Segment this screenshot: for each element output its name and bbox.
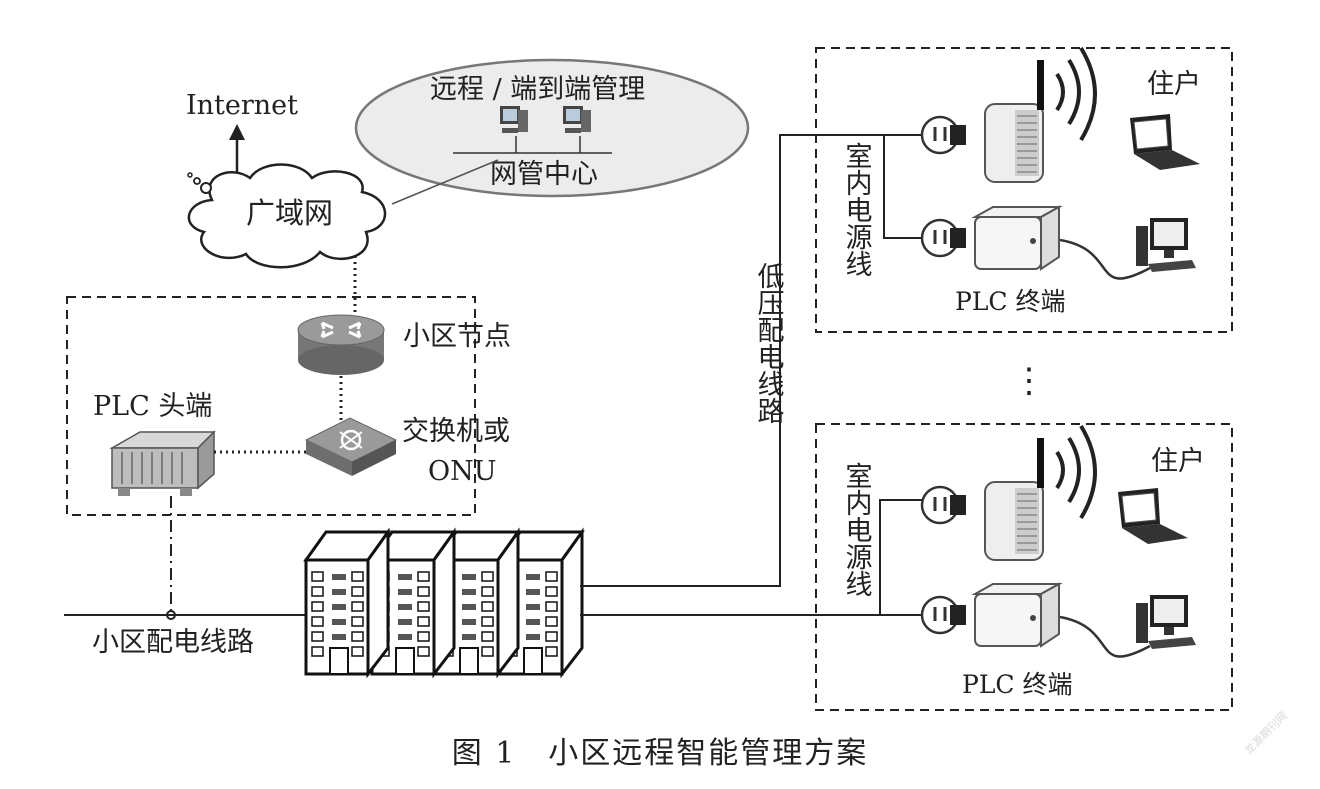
figure-caption: 图 1 小区远程智能管理方案 — [451, 736, 869, 771]
plc-adapter-icon — [984, 103, 1044, 183]
plc-adapter-icon — [984, 481, 1044, 561]
router-icon — [297, 314, 385, 375]
indoor-power-line-label-2: 室内电源线 — [841, 462, 872, 597]
internet-label: Internet — [186, 90, 298, 121]
building-icon — [303, 527, 585, 679]
wan-nms-link — [391, 159, 499, 205]
indoor-line-2 — [879, 499, 922, 615]
wan-cloud — [187, 163, 387, 269]
low-voltage-line — [580, 134, 922, 587]
remote-mgmt-label: 远程 / 端到端管理 — [430, 74, 645, 105]
plc-head-label: PLC 头端 — [93, 391, 212, 422]
pc-icon — [563, 106, 591, 133]
switch-icon — [304, 417, 398, 476]
community-box — [66, 296, 476, 516]
indoor-power-line-label-1: 室内电源线 — [841, 142, 872, 277]
plc-terminal-label-2: PLC 终端 — [962, 670, 1073, 699]
plc-head-device-icon — [109, 430, 216, 496]
switch-onu-label-2: ONU — [428, 456, 497, 487]
desktop-computer-icon — [1136, 595, 1196, 649]
nms-center-label: 网管中心 — [490, 159, 598, 190]
switch-onu-label-1: 交换机或 — [402, 416, 510, 447]
antenna-icon — [1037, 46, 1097, 142]
resident-label-2: 住户 — [1151, 446, 1205, 477]
resident-label-1: 住户 — [1147, 69, 1201, 100]
pc-icon — [500, 106, 528, 133]
power-socket-icon — [920, 115, 966, 155]
laptop-icon — [1130, 114, 1200, 170]
resident-box-1 — [815, 47, 1233, 333]
laptop-icon — [1118, 488, 1188, 544]
low-voltage-line-label: 低压配电线路 — [753, 262, 785, 424]
power-socket-icon — [920, 595, 966, 635]
community-power-line-label: 小区配电线路 — [92, 627, 254, 658]
plc-adapter-icon — [971, 205, 1063, 271]
ellipsis-label: ⋮ — [1012, 361, 1046, 401]
plc-terminal-label-1: PLC 终端 — [955, 287, 1066, 316]
antenna-icon — [1037, 424, 1097, 520]
power-socket-icon — [920, 218, 966, 258]
power-socket-icon — [920, 485, 966, 525]
community-node-label: 小区节点 — [403, 321, 511, 352]
indoor-line-1 — [883, 135, 922, 239]
resident-box-2 — [815, 423, 1233, 711]
wan-label: 广域网 — [246, 196, 333, 230]
nms-ellipse — [354, 58, 750, 198]
plc-adapter-icon — [971, 582, 1063, 648]
desktop-computer-icon — [1136, 218, 1196, 272]
